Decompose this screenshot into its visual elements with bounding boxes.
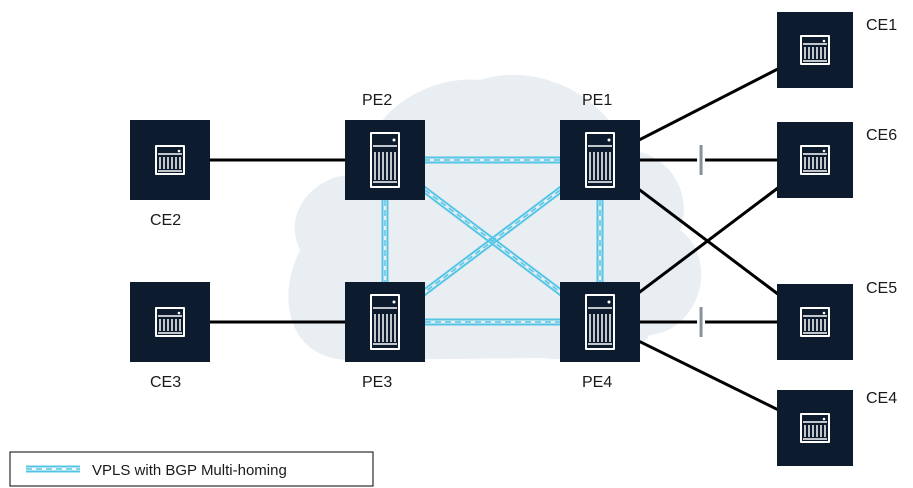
device-ce6[interactable]: CE6 [777,122,897,198]
device-label-ce3: CE3 [150,374,181,391]
device-label-ce6: CE6 [866,127,897,144]
router-icon [155,145,185,175]
device-label-ce4: CE4 [866,390,897,407]
device-label-pe2: PE2 [362,92,392,109]
router-icon [800,413,830,443]
router-icon [800,307,830,337]
device-label-ce2: CE2 [150,212,181,229]
device-ce2[interactable]: CE2 [130,120,210,229]
router-chassis-icon [585,132,615,188]
router-chassis-icon [370,132,400,188]
device-pe2[interactable]: PE2 [345,92,425,200]
device-label-pe4: PE4 [582,374,612,391]
device-pe4[interactable]: PE4 [560,282,640,391]
legend-vpls-label: VPLS with BGP Multi-homing [92,462,287,479]
device-ce3[interactable]: CE3 [130,282,210,391]
router-icon [155,307,185,337]
device-label-pe3: PE3 [362,374,392,391]
router-icon [800,35,830,65]
device-ce5[interactable]: CE5 [777,280,897,360]
router-chassis-icon [370,294,400,350]
legend-vpls-swatch [26,465,80,473]
router-chassis-icon [585,294,615,350]
device-label-ce5: CE5 [866,280,897,297]
router-icon [800,145,830,175]
device-label-ce1: CE1 [866,17,897,34]
device-pe1[interactable]: PE1 [560,92,640,200]
device-label-pe1: PE1 [582,92,612,109]
device-ce4[interactable]: CE4 [777,390,897,466]
device-ce1[interactable]: CE1 [777,12,897,88]
legend: VPLS with BGP Multi-homing [9,451,374,487]
device-pe3[interactable]: PE3 [345,282,425,391]
